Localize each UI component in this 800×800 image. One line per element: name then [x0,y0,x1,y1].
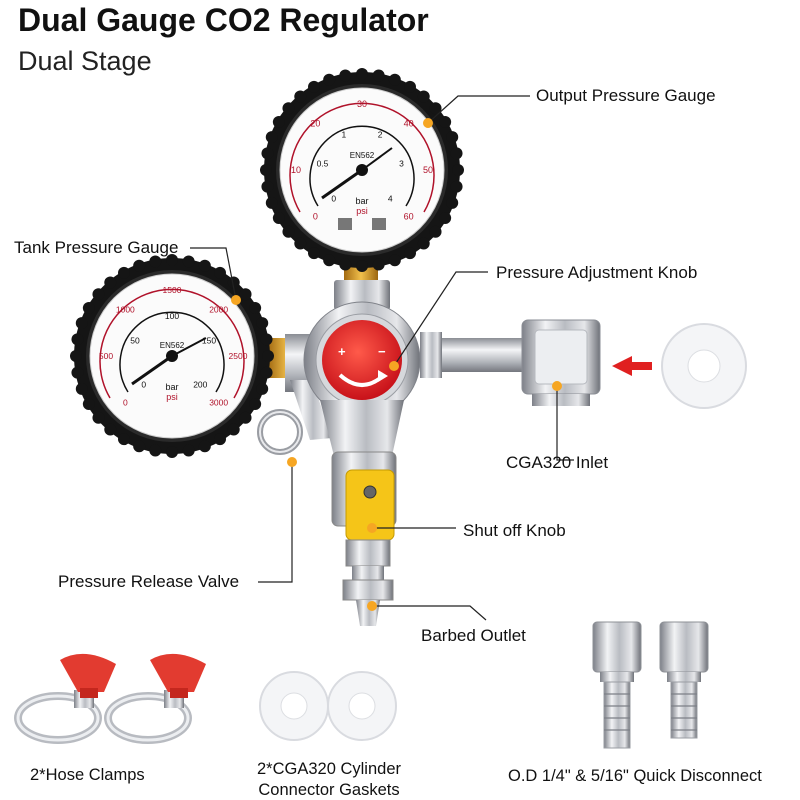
output-psi-tick-label: 30 [357,99,367,109]
output-psi-tick-label: 0 [313,212,318,222]
caption-hose-clamps: 2*Hose Clamps [30,766,145,784]
output-bar-tick-label: 0 [331,193,336,203]
tank-gauge-unit-bar: bar [165,382,178,392]
gasket-2 [327,671,397,741]
leader-inlet [556,386,574,461]
gasket-1 [259,671,329,741]
pressure-adjustment-knob [322,320,402,400]
tank-bar-tick-label: 200 [193,379,207,389]
leader-release-valve [258,462,293,583]
output-gauge-unit-bar: bar [355,196,368,206]
svg-text:−: − [378,344,386,359]
output-psi-tick-label: 10 [291,165,301,175]
leader-adjust-knob [393,271,488,367]
tank-pressure-gauge: 0 500 1000 1500 2000 2500 3000 0 50 100 150 200 EN… [70,254,274,458]
output-pressure-gauge: 0 10 20 30 40 50 60 0 0.5 1 2 3 4 EN562 bar psi [260,68,464,272]
hose-clamp-1 [14,653,116,744]
insert-arrow [612,356,652,376]
tank-gauge-brand: EN562 [160,341,185,350]
caption-gaskets: 2*CGA320 Cylinder Connector Gaskets [254,759,404,800]
caption-gaskets-line1: 2*CGA320 Cylinder [257,760,401,778]
tank-psi-tick-label: 500 [99,351,113,361]
callout-output-pressure-gauge: Output Pressure Gauge [536,86,716,105]
output-psi-tick-label: 40 [404,118,414,128]
tank-psi-tick-label: 2500 [229,351,248,361]
output-psi-tick-label: 60 [404,212,414,222]
dot-shutoff [367,523,377,533]
page-title: Dual Gauge CO2 Regulator [18,2,429,38]
outlet-hex [342,579,394,601]
dot-adjust-knob [389,361,399,371]
output-bar-tick-label: 0.5 [317,159,329,169]
callout-cga320-inlet: CGA320 Inlet [506,453,609,472]
output-bar-tick-label: 3 [399,159,404,169]
dot-barbed-outlet [367,601,377,611]
output-bar-tick-label: 2 [378,129,383,139]
tank-bar-tick-label: 0 [141,379,146,389]
quick-disconnect-2 [659,621,709,739]
leader-barbed-outlet [372,605,487,621]
quick-disconnect-1 [592,621,642,749]
tank-psi-tick-label: 0 [123,398,128,408]
callout-pressure-adjustment-knob: Pressure Adjustment Knob [496,263,698,282]
tank-psi-tick-label: 3000 [209,398,228,408]
tank-bar-tick-label: 150 [202,336,216,346]
hose-clamp-2 [104,653,206,744]
dot-tank-gauge [231,295,241,305]
tank-psi-tick-label: 1500 [163,285,182,295]
callout-barbed-outlet: Barbed Outlet [421,626,526,645]
output-gauge-unit-psi: psi [356,206,368,216]
callout-shut-off-knob: Shut off Knob [463,521,566,540]
caption-quick-disconnect: O.D 1/4" & 5/16" Quick Disconnect [508,767,762,785]
leader-tank-gauge [190,247,237,301]
tank-gauge-unit-psi: psi [166,392,178,402]
tank-psi-tick-label: 1000 [116,304,135,314]
output-psi-tick-label: 20 [310,118,320,128]
caption-gaskets-line2: Connector Gaskets [258,781,400,799]
tank-psi-tick-label: 2000 [209,304,228,314]
tank-bar-tick-label: 100 [165,311,179,321]
output-bar-tick-label: 1 [341,129,346,139]
output-bar-tick-label: 4 [388,193,393,203]
page-subtitle: Dual Stage [18,46,152,76]
output-gauge-brand: EN562 [350,151,375,160]
leader-output-gauge [427,95,530,124]
callout-tank-pressure-gauge: Tank Pressure Gauge [14,238,179,257]
output-psi-tick-label: 50 [423,165,433,175]
dot-inlet [552,381,562,391]
callout-pressure-release-valve: Pressure Release Valve [58,572,240,591]
tank-bar-tick-label: 50 [130,336,140,346]
dot-output-gauge [423,118,433,128]
svg-text:+: + [338,344,346,359]
dot-release-valve [287,457,297,467]
